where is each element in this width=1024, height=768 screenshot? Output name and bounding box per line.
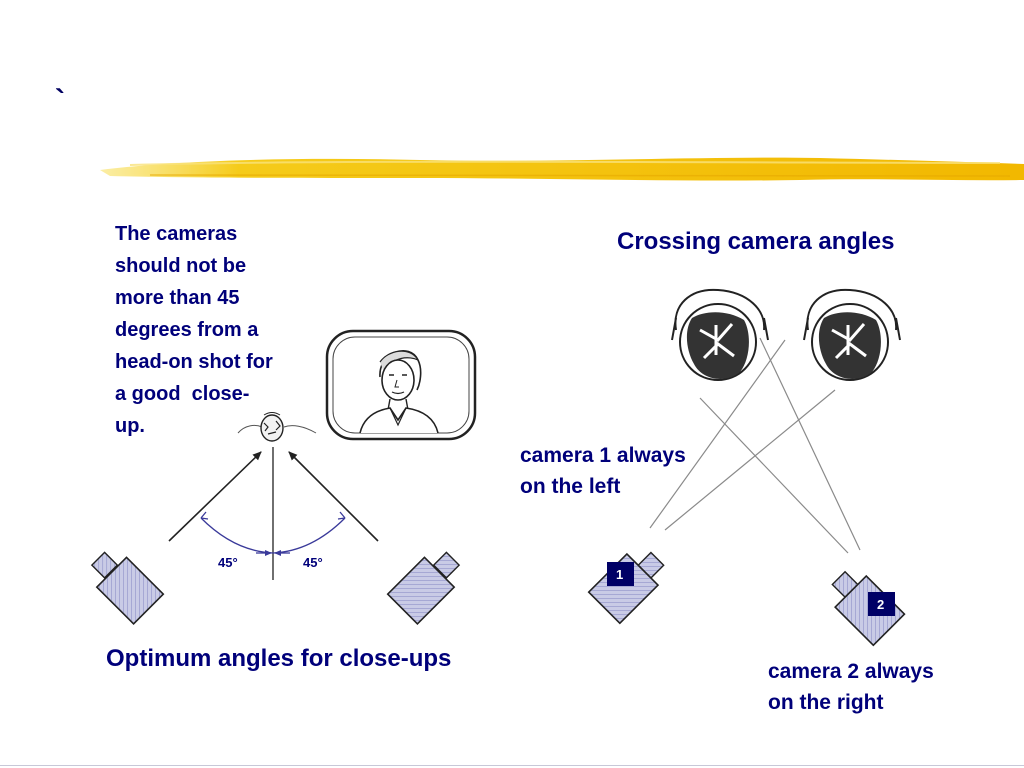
crossing-angles-title: Crossing camera angles xyxy=(617,228,895,255)
left-sight-line xyxy=(168,451,262,542)
note-line: more than 45 xyxy=(115,287,240,309)
note-line: The cameras xyxy=(115,223,238,245)
close-up-angle-note: The cameras should not be more than 45 d… xyxy=(115,218,335,442)
camera-2-label-line: camera 2 always xyxy=(768,660,934,683)
tv-monitor-icon xyxy=(325,329,477,441)
camera-1-badge xyxy=(607,562,634,586)
camera-2-label-line: on the right xyxy=(768,691,884,714)
camera-2-label: camera 2 always on the right xyxy=(768,656,998,718)
note-line: degrees from a xyxy=(115,319,259,341)
angle-right-label: 45° xyxy=(303,555,323,570)
optimum-angles-caption: Optimum angles for close-ups xyxy=(106,645,452,672)
bottom-rule xyxy=(0,765,1024,766)
camera-1-label-line: camera 1 always xyxy=(520,444,686,467)
camera-right-icon xyxy=(386,551,461,625)
note-line: head-on shot for xyxy=(115,351,273,373)
subject-head-left-icon xyxy=(671,288,769,381)
subject-head-right-icon xyxy=(803,288,901,381)
note-line: up. xyxy=(115,415,145,437)
angle-arc xyxy=(200,517,346,554)
camera-2-number: 2 xyxy=(877,597,884,612)
right-sight-line xyxy=(288,451,379,542)
slide-title-mark: ` xyxy=(55,84,65,117)
presenter-face-icon xyxy=(359,350,439,434)
subject-head-icon xyxy=(237,412,317,442)
camera-1-label: camera 1 always on the left xyxy=(520,440,750,502)
camera-2-badge xyxy=(868,592,895,616)
camera-1-number: 1 xyxy=(616,567,623,582)
note-line: a good close- xyxy=(115,383,250,405)
crossing-sight-lines xyxy=(649,337,861,554)
note-line: should not be xyxy=(115,255,247,277)
camera-left-icon xyxy=(90,551,165,625)
camera-1-label-line: on the left xyxy=(520,475,621,498)
yellow-brush-stroke xyxy=(100,157,1024,181)
angle-left-label: 45° xyxy=(218,555,238,570)
